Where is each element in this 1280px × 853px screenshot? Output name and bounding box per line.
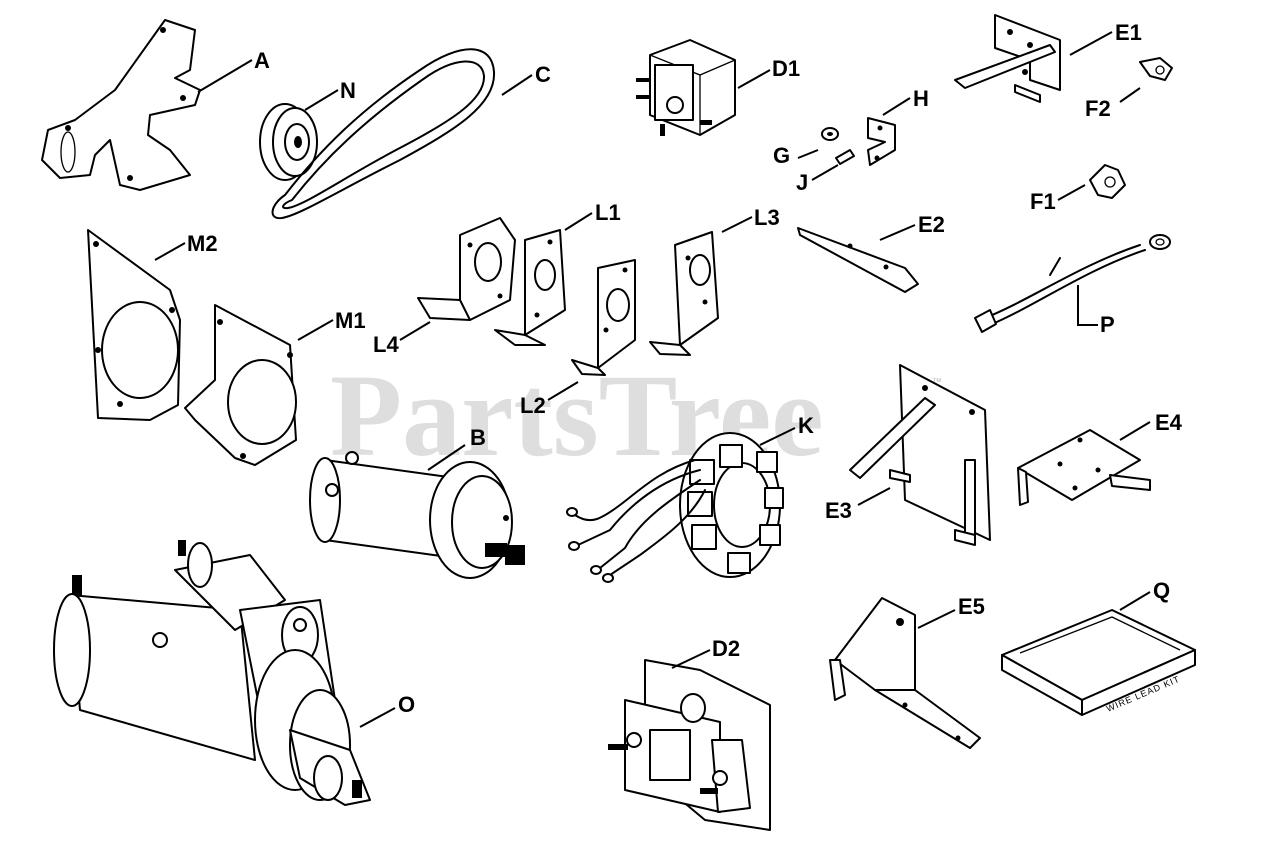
label-a: A: [254, 48, 270, 73]
label-h: H: [913, 86, 929, 111]
leader-lines: [154, 31, 1151, 728]
part-q-wire-lead-kit[interactable]: WIRE LEAD KIT: [1001, 609, 1196, 716]
part-p-wire-lead[interactable]: [974, 234, 1171, 333]
part-k-stator[interactable]: [566, 432, 784, 583]
label-e2: E2: [918, 212, 945, 237]
part-l1-bracket[interactable]: [494, 229, 566, 346]
label-q: Q: [1153, 578, 1170, 603]
label-m1: M1: [335, 308, 366, 333]
watermark-trademark: ™: [932, 377, 942, 388]
part-o-starter-motor[interactable]: [53, 540, 371, 806]
part-e2-strap[interactable]: [797, 227, 919, 293]
part-b-generator[interactable]: [309, 451, 525, 579]
label-d2: D2: [712, 636, 740, 661]
part-d2-rectifier[interactable]: [608, 659, 771, 831]
label-e5: E5: [958, 594, 985, 619]
label-g: G: [773, 143, 790, 168]
part-e3-bracket[interactable]: [849, 364, 991, 546]
label-f2: F2: [1085, 96, 1111, 121]
label-m2: M2: [187, 231, 218, 256]
label-e3: E3: [825, 498, 852, 523]
part-e5-bracket[interactable]: [829, 597, 981, 749]
label-l3: L3: [754, 205, 780, 230]
part-l3-bracket[interactable]: [649, 231, 719, 356]
part-m1-plate[interactable]: [184, 304, 297, 466]
label-l1: L1: [595, 200, 621, 225]
label-n: N: [340, 78, 356, 103]
part-g-washer[interactable]: [821, 127, 839, 141]
label-d1: D1: [772, 56, 800, 81]
label-o: O: [398, 692, 415, 717]
part-j-screw[interactable]: [835, 149, 855, 165]
label-e4: E4: [1155, 410, 1183, 435]
label-f1: F1: [1030, 189, 1056, 214]
label-l2: L2: [520, 393, 546, 418]
part-l4-bracket[interactable]: [417, 217, 516, 321]
label-b: B: [470, 425, 486, 450]
part-c-belt[interactable]: [271, 48, 496, 220]
part-e4-bracket[interactable]: [1017, 429, 1151, 506]
callout-labels: A N C D1 E1 F2 H G J F1 M2 L1 L3 E2 M1 L…: [187, 20, 1183, 717]
part-f2-clip[interactable]: [1139, 57, 1173, 81]
label-j: J: [796, 170, 808, 195]
label-p: P: [1100, 312, 1115, 337]
label-l4: L4: [373, 332, 399, 357]
part-l2-bracket[interactable]: [571, 259, 636, 376]
part-f1-clip[interactable]: [1089, 164, 1126, 199]
part-a-mounting-plate[interactable]: [41, 19, 201, 191]
label-k: K: [798, 413, 814, 438]
part-h-bracket[interactable]: [867, 117, 896, 166]
part-n-pulley[interactable]: [259, 103, 318, 181]
part-d1-regulator[interactable]: [636, 39, 736, 136]
label-c: C: [535, 62, 551, 87]
part-m2-plate[interactable]: [87, 229, 181, 421]
part-e1-bracket[interactable]: [954, 14, 1061, 103]
label-e1: E1: [1115, 20, 1142, 45]
